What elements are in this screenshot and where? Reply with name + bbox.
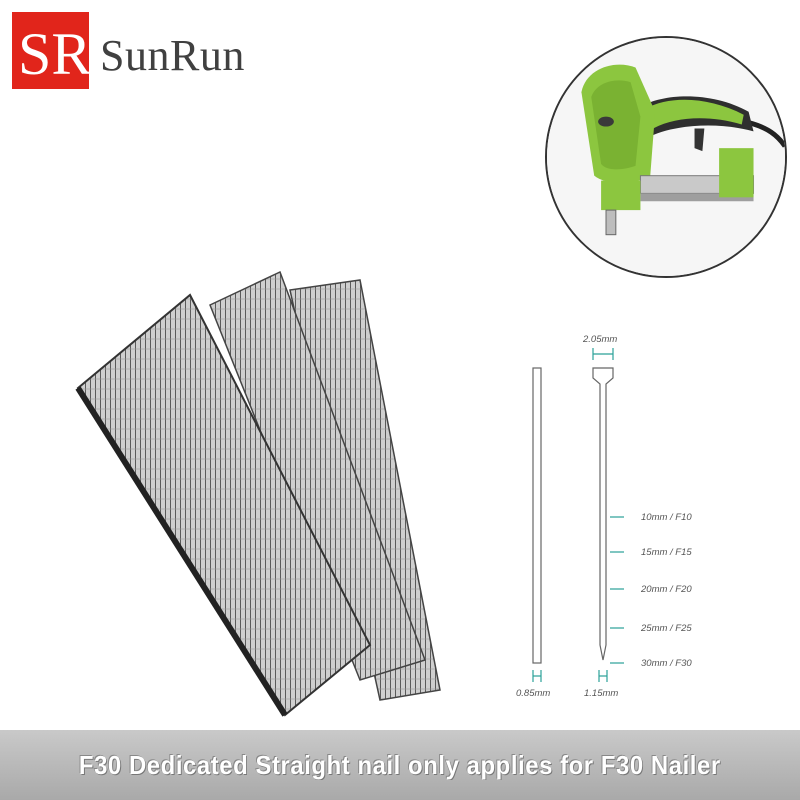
head-width-label: 2.05mm bbox=[582, 334, 617, 345]
length-ticks bbox=[610, 516, 624, 664]
left-nail-width-label: 0.85mm bbox=[516, 688, 550, 699]
length-label-f20: 20mm / F20 bbox=[640, 584, 692, 595]
brand-logo: SR bbox=[12, 12, 89, 89]
bottom-width-markers bbox=[532, 670, 608, 682]
length-label-f15: 15mm / F15 bbox=[641, 547, 692, 558]
straight-nail-headed bbox=[592, 367, 614, 661]
sr-logo-icon: SR bbox=[12, 12, 89, 89]
straight-nail-thin bbox=[532, 367, 542, 664]
nail-strips-image bbox=[60, 260, 460, 730]
nail-dimension-diagram: 2.05mm 10mm / F10 15mm / F15 20mm / F20 … bbox=[500, 320, 760, 710]
brand-name: SunRun bbox=[100, 31, 245, 80]
right-nail-width-label: 1.15mm bbox=[584, 688, 618, 699]
nail-diagram-svg: 2.05mm 10mm / F10 15mm / F15 20mm / F20 … bbox=[516, 334, 692, 699]
length-label-f25: 25mm / F25 bbox=[640, 623, 692, 634]
nail-gun-icon bbox=[547, 38, 785, 276]
bottom-banner: F30 Dedicated Straight nail only applies… bbox=[0, 730, 800, 800]
logo-letters: SR bbox=[18, 21, 89, 87]
head-width-marker bbox=[592, 348, 614, 360]
banner-text: F30 Dedicated Straight nail only applies… bbox=[79, 749, 721, 780]
nail-gun-image bbox=[545, 36, 787, 278]
length-label-f30: 30mm / F30 bbox=[641, 658, 692, 669]
length-label-f10: 10mm / F10 bbox=[641, 512, 692, 523]
nail-strip-icon bbox=[75, 270, 441, 717]
